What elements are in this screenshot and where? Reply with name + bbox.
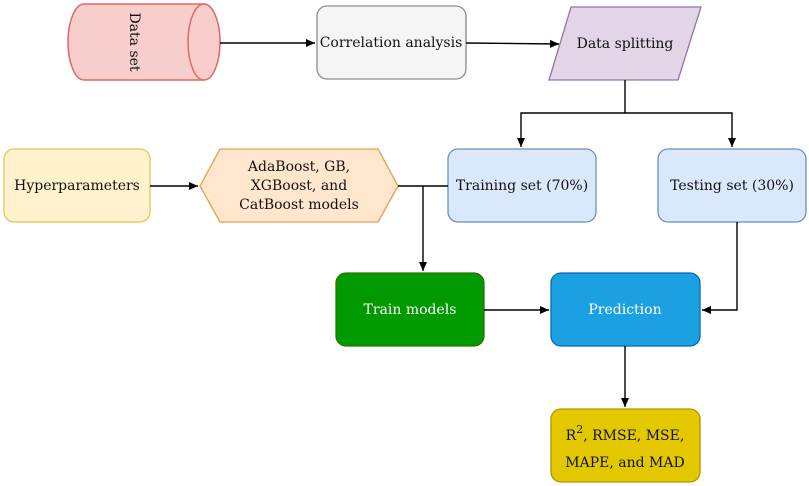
prediction-node: Prediction: [550, 272, 701, 347]
data-set-label: Data set: [126, 12, 142, 71]
correlation-analysis-label: Correlation analysis: [320, 35, 463, 51]
metrics-box: [550, 408, 701, 483]
arrow-splitting-to-training: [517, 80, 626, 147]
models-label-line-3: CatBoost models: [239, 197, 359, 213]
models-label-line-2: XGBoost, and: [251, 178, 347, 194]
hyperparameters-node: Hyperparameters: [3, 148, 151, 223]
testing-set-node: Testing set (30%): [657, 148, 807, 223]
metrics-node: R2, RMSE, MSE, MAPE, and MAD: [550, 408, 701, 483]
train-models-label: Train models: [364, 302, 457, 318]
data-splitting-label: Data splitting: [577, 36, 674, 52]
metrics-line-1-rest: , RMSE, MSE,: [583, 428, 684, 444]
metrics-r-base: R: [566, 428, 577, 444]
training-set-node: Training set (70%): [447, 148, 597, 223]
correlation-analysis-box: [316, 5, 467, 80]
metrics-label-line-1: R2, RMSE, MSE,: [566, 423, 685, 444]
arrow-splitting-to-testing: [625, 112, 736, 147]
data-set-node: Data set: [67, 3, 221, 81]
prediction-label: Prediction: [588, 302, 661, 318]
models-label-line-1: AdaBoost, GB,: [247, 159, 350, 175]
metrics-label-line-2: MAPE, and MAD: [565, 455, 684, 471]
testing-set-label: Testing set (30%): [670, 178, 794, 194]
hyperparameters-label: Hyperparameters: [14, 178, 140, 194]
testing-set-box: [657, 148, 807, 223]
models-node: AdaBoost, GB, XGBoost, and CatBoost mode…: [199, 148, 399, 223]
models-hexagon: [199, 148, 399, 223]
arrow-testing-to-prediction: [702, 222, 738, 314]
correlation-analysis-node: Correlation analysis: [316, 5, 467, 80]
data-splitting-node: Data splitting: [548, 6, 702, 81]
arrow-correlation-to-splitting: [465, 39, 560, 48]
metrics-r-superscript: 2: [576, 423, 583, 436]
data-set-cylinder-cap: [187, 3, 205, 81]
train-models-node: Train models: [335, 272, 485, 347]
data-splitting-shape: [548, 6, 702, 81]
training-set-label: Training set (70%): [456, 178, 588, 194]
data-set-cylinder-body: [67, 3, 221, 81]
